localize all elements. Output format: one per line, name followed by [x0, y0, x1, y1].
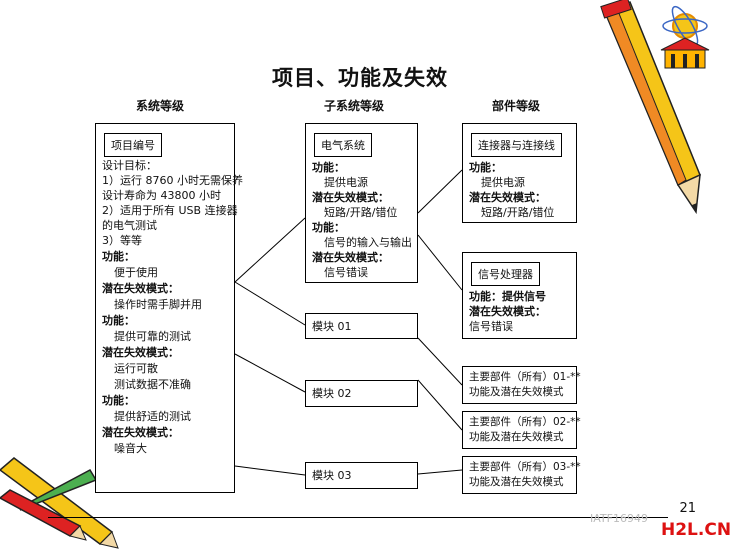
system-line: 噪音大	[114, 442, 147, 455]
electrical-line: 潜在失效模式：	[312, 191, 389, 204]
connector-line: 短路/开路/错位	[481, 206, 555, 219]
pencil-top-right-icon	[600, 0, 701, 215]
connector-system-module3	[234, 465, 306, 476]
part-03-line1: 主要部件（所有）03-**	[469, 461, 581, 473]
part-02-box: 主要部件（所有）02-** 功能及潜在失效模式	[462, 411, 581, 449]
watermark-text: IATF16949	[590, 512, 648, 525]
part-01-line1: 主要部件（所有）01-**	[469, 371, 581, 383]
connector-module1-part1	[417, 337, 463, 386]
connector-electrical-signal	[417, 234, 463, 291]
system-level-box: 项目编号 设计目标： 1）运行 8760 小时无需保养 设计寿命为 43800 …	[95, 123, 243, 493]
module-01-box: 模块 01	[305, 313, 418, 339]
part-02-line2: 功能及潜在失效模式	[469, 431, 564, 443]
signal-processor-box: 信号处理器 功能：提供信号 潜在失效模式： 信号错误	[462, 252, 577, 339]
system-line: 功能：	[102, 250, 135, 263]
header-subsystem-level: 子系统等级	[324, 99, 385, 113]
electrical-system-box: 电气系统 功能： 提供电源 潜在失效模式： 短路/开路/错位 功能： 信号的输入…	[305, 123, 418, 283]
connector-line: 潜在失效模式：	[469, 191, 546, 204]
school-building-icon	[660, 5, 710, 69]
system-line: 操作时需手脚并用	[114, 298, 202, 311]
module-02-box: 模块 02	[305, 380, 418, 407]
system-line: 运行可散	[114, 362, 158, 375]
connector-line: 功能：	[469, 161, 502, 174]
connector-tag: 连接器与连接线	[471, 133, 562, 157]
electrical-line: 信号的输入与输出	[324, 236, 412, 249]
module-01-label: 模块 01	[312, 320, 352, 333]
system-line: 潜在失效模式：	[102, 426, 179, 439]
page-title: 项目、功能及失效	[272, 66, 448, 90]
footer-divider	[48, 517, 668, 518]
system-line: 设计寿命为 43800 小时	[102, 189, 221, 202]
page-number: 21	[679, 501, 696, 516]
signal-processor-tag: 信号处理器	[471, 262, 540, 286]
connector-system-module2	[234, 353, 306, 393]
connector-box: 连接器与连接线 功能： 提供电源 潜在失效模式： 短路/开路/错位	[462, 123, 577, 223]
system-line: 设计目标：	[102, 159, 157, 172]
system-line: 2）适用于所有 USB 连接器	[102, 204, 238, 217]
system-line: 的电气测试	[102, 219, 157, 232]
system-line: 3）等等	[102, 234, 142, 247]
module-02-label: 模块 02	[312, 387, 352, 400]
part-03-line2: 功能及潜在失效模式	[469, 476, 564, 488]
connector-electrical-connector	[417, 169, 463, 214]
connector-system-electrical	[234, 217, 306, 283]
system-line: 功能：	[102, 394, 135, 407]
electrical-system-tag: 电气系统	[314, 133, 372, 157]
system-line: 潜在失效模式：	[102, 346, 179, 359]
system-line: 潜在失效模式：	[102, 282, 179, 295]
item-number-tag: 项目编号	[104, 133, 162, 157]
module-03-box: 模块 03	[305, 462, 418, 489]
part-01-box: 主要部件（所有）01-** 功能及潜在失效模式	[462, 366, 581, 404]
system-line: 提供舒适的测试	[114, 410, 191, 423]
pencils-bottom-left-icon	[0, 457, 119, 549]
electrical-line: 短路/开路/错位	[324, 206, 398, 219]
electrical-line: 信号错误	[324, 266, 368, 279]
connector-module2-part2	[417, 379, 463, 431]
part-02-line1: 主要部件（所有）02-**	[469, 416, 581, 428]
part-01-line2: 功能及潜在失效模式	[469, 386, 564, 398]
connector-system-module1	[234, 281, 306, 326]
signal-line: 功能：提供信号	[469, 290, 546, 303]
electrical-line: 潜在失效模式：	[312, 251, 389, 264]
system-line: 测试数据不准确	[114, 378, 191, 391]
system-line: 1）运行 8760 小时无需保养	[102, 174, 243, 187]
signal-line: 潜在失效模式：	[469, 305, 546, 318]
header-component-level: 部件等级	[492, 99, 541, 113]
electrical-line: 提供电源	[324, 176, 368, 189]
electrical-line: 功能：	[312, 161, 345, 174]
connector-line: 提供电源	[481, 176, 525, 189]
module-03-label: 模块 03	[312, 469, 352, 482]
signal-line: 信号错误	[469, 320, 513, 333]
header-system-level: 系统等级	[136, 99, 185, 113]
electrical-line: 功能：	[312, 221, 345, 234]
system-line: 便于使用	[114, 266, 158, 279]
system-line: 提供可靠的测试	[114, 330, 191, 343]
connector-module3-part3	[417, 469, 463, 475]
site-logo: H2L.CN	[661, 520, 731, 540]
system-line: 功能：	[102, 314, 135, 327]
part-03-box: 主要部件（所有）03-** 功能及潜在失效模式	[462, 456, 581, 494]
